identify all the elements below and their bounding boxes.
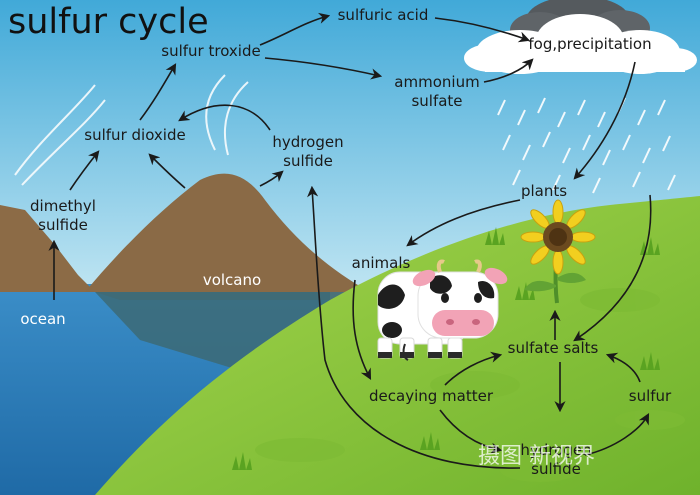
sunflower-icon	[520, 199, 596, 304]
watermark: 摄图 新视界	[478, 444, 595, 469]
label-sulfur: sulfur	[628, 387, 672, 405]
left-hill	[0, 205, 95, 292]
grass-patches	[255, 288, 685, 482]
label-ammonium-sulfate: ammonium sulfate	[394, 73, 480, 110]
cycle-arrows	[48, 12, 652, 469]
label-volcano: volcano	[202, 271, 262, 289]
label-decaying-matter: decaying matter	[369, 387, 493, 405]
rain-cloud	[464, 0, 697, 74]
label-ocean: ocean	[20, 310, 66, 328]
label-plants: plants	[520, 182, 568, 200]
label-sulfur-dioxide: sulfur dioxide	[84, 126, 186, 144]
label-hydrogen-sulfide-top: hydrogen sulfide	[272, 133, 344, 170]
label-sulfuric-acid: sulfuric acid	[337, 6, 429, 24]
label-fog-precipitation: fog,precipitation	[528, 35, 652, 53]
label-sulfur-troxide: sulfur troxide	[161, 42, 261, 60]
wind-streaks	[14, 74, 249, 186]
cow-icon	[377, 259, 508, 361]
grassland	[95, 196, 700, 495]
label-animals: animals	[351, 254, 411, 272]
label-sulfate-salts: sulfate salts	[507, 339, 599, 357]
diagram-title: sulfur cycle	[8, 2, 209, 42]
volcano	[85, 173, 370, 292]
label-dimethyl-sulfide: dimethyl sulfide	[30, 197, 96, 234]
label-hydrogen-sulfide-bottom: hydrogen sulfide	[520, 441, 592, 478]
